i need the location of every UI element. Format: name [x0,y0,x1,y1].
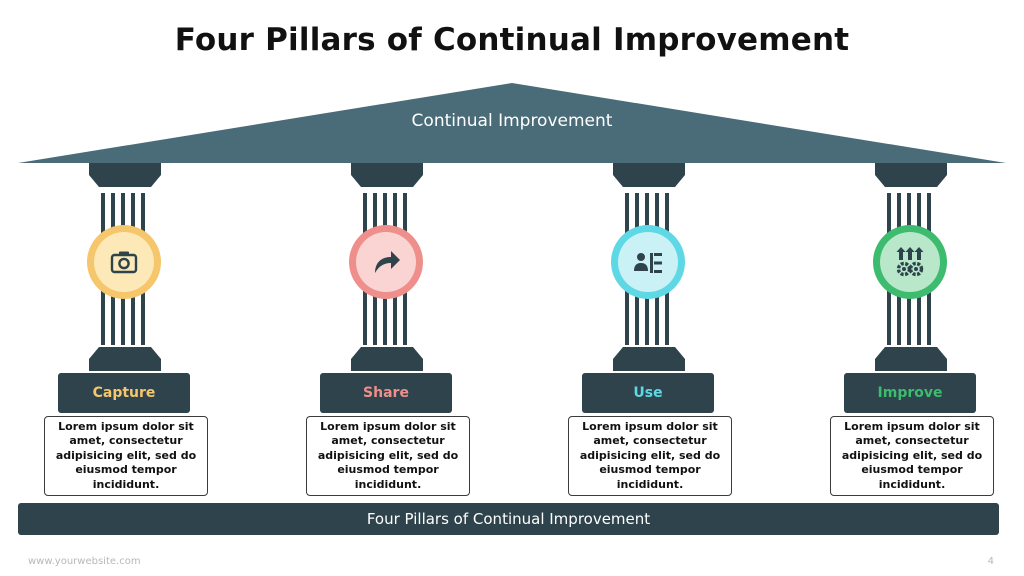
pillar-share: Share Lorem ipsum dolor sit amet, consec… [306,163,470,503]
pillar-label-improve: Improve [844,373,976,413]
pillar-label-capture: Capture [58,373,190,413]
pillar-description-improve: Lorem ipsum dolor sit amet, consectetur … [830,416,994,496]
footer-website: www.yourwebsite.com [28,556,141,567]
user-list-icon [634,253,662,273]
page-number: 4 [987,556,994,567]
base-bar: Four Pillars of Continual Improvement [18,503,999,535]
improve-icon-ring [873,225,947,299]
pillar-description-capture: Lorem ipsum dolor sit amet, consectetur … [44,416,208,496]
slide-title: Four Pillars of Continual Improvement [174,22,850,58]
pillar-label-use: Use [582,373,714,413]
camera-icon [110,251,138,274]
share-arrow-icon [375,251,400,273]
pillar-capture: Capture Lorem ipsum dolor sit amet, cons… [44,163,208,503]
pillar-label-share: Share [320,373,452,413]
share-icon-ring [349,225,423,299]
use-icon-ring [611,225,685,299]
pillar-description-use: Lorem ipsum dolor sit amet, consectetur … [568,416,732,496]
pillar-improve: Improve Lorem ipsum dolor sit amet, cons… [830,163,994,503]
pillar-description-share: Lorem ipsum dolor sit amet, consectetur … [306,416,470,496]
capture-icon-ring [87,225,161,299]
pillar-use: Use Lorem ipsum dolor sit amet, consecte… [568,163,732,503]
gears-arrows-icon [896,247,924,277]
base-label: Four Pillars of Continual Improvement [366,510,651,528]
roof-label: Continual Improvement [411,111,613,131]
